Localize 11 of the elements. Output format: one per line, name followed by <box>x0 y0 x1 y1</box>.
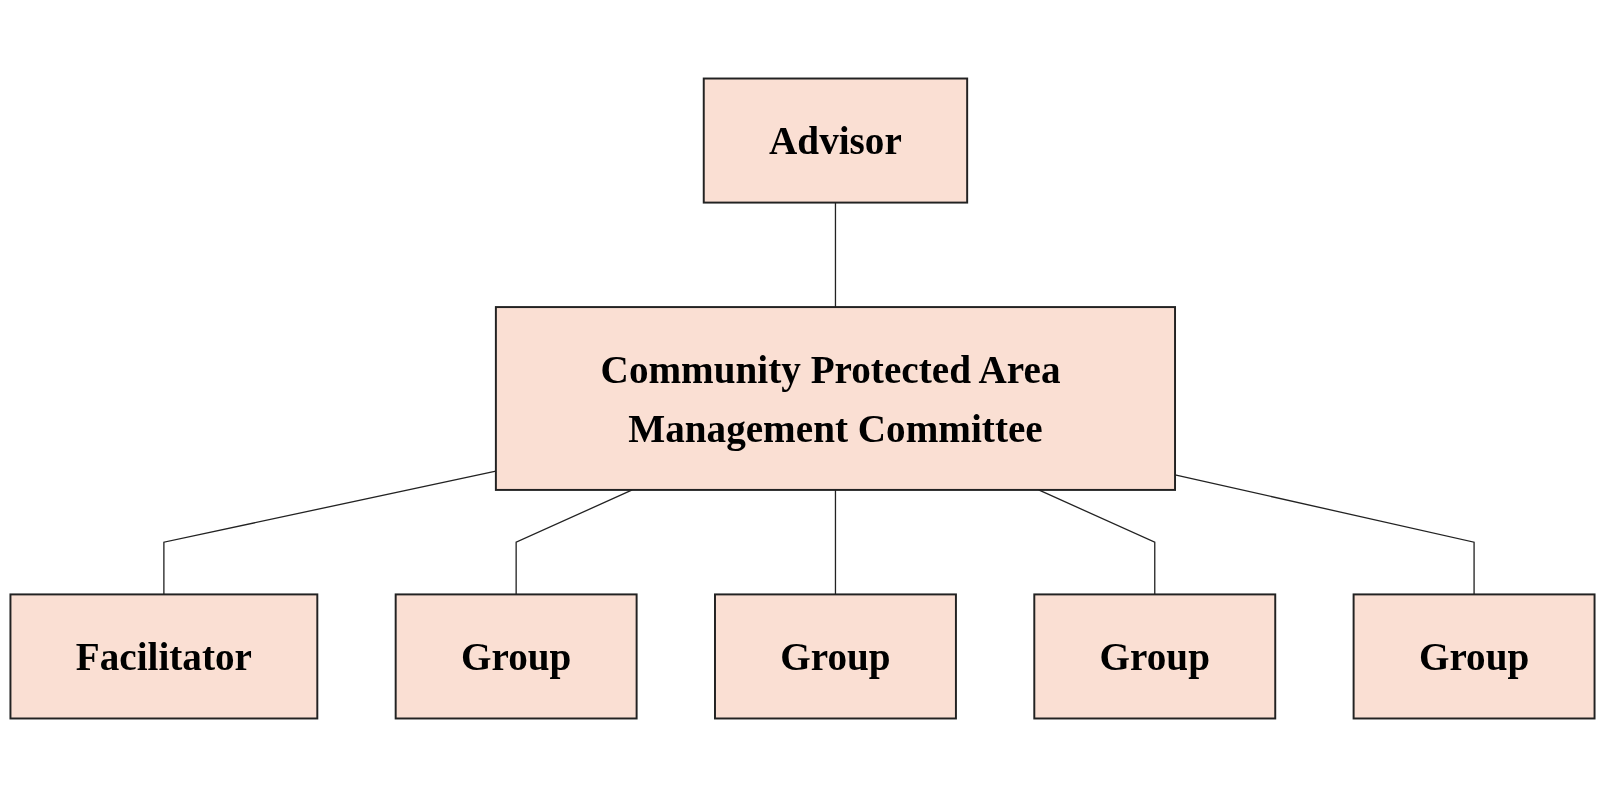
node-box: Group <box>714 593 957 720</box>
node-box: Community Protected Area Management Committee <box>494 306 1176 491</box>
node-box: Group <box>1352 593 1596 720</box>
node-box: Facilitator <box>9 593 319 720</box>
node-box: Advisor <box>702 77 969 204</box>
node-box: Group <box>1033 593 1277 720</box>
connector <box>834 201 837 308</box>
connector <box>1038 489 1156 596</box>
connector <box>515 489 633 596</box>
node-box: Group <box>394 593 638 720</box>
connector <box>834 489 837 596</box>
